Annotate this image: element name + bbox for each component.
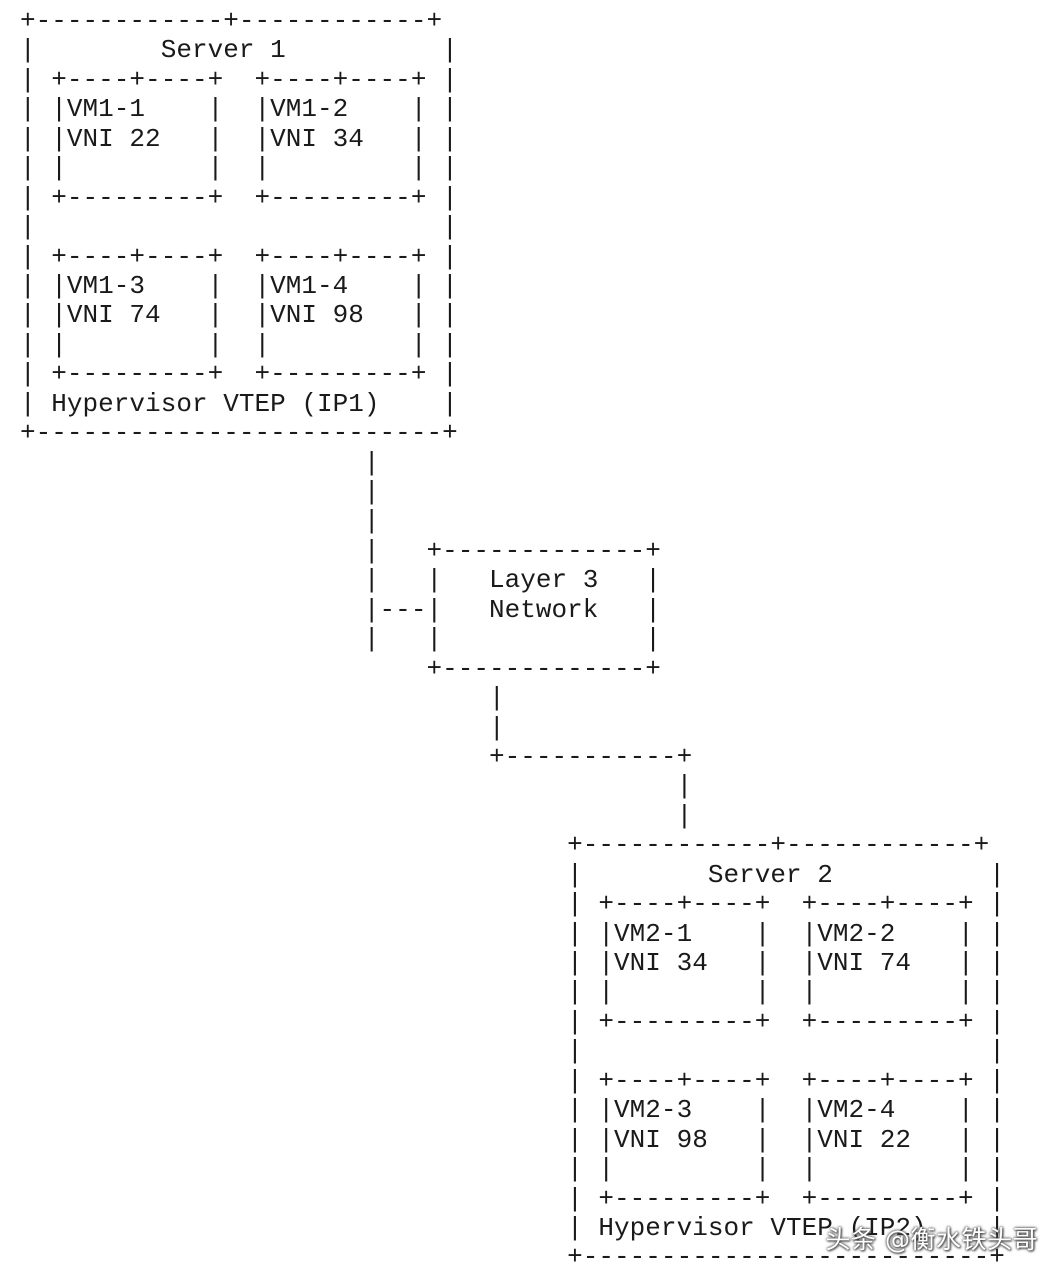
server1-vm-row1-vni: | |VNI 22 | |VNI 34 | | (20, 123, 458, 154)
server1-vm-row2-top: | +----+----+ +----+----+ | (20, 241, 458, 272)
server1-vm-row1-names: | |VM1-1 | |VM1-2 | | (20, 94, 458, 125)
server2-vm-row1-names: | |VM2-1 | |VM2-2 | | (20, 918, 1005, 949)
server2-vm-row2-names: | |VM2-3 | |VM2-4 | | (20, 1095, 1005, 1126)
server2-vm-row1-top: | +----+----+ +----+----+ | (20, 889, 1005, 920)
server2-spacer: | | (20, 1036, 1005, 1067)
link-network-down: | (20, 712, 505, 743)
server1-hypervisor-label: | Hypervisor VTEP (IP1) | (20, 388, 458, 419)
layer3-network-blank: | | | (20, 624, 661, 655)
server1-vm-row1-bottom: | +---------+ +---------+ | (20, 182, 458, 213)
ascii-network-diagram: +------------+------------+| Server 1 ||… (20, 6, 1005, 1273)
server2-vm-row2-vni: | |VNI 98 | |VNI 22 | | (20, 1124, 1005, 1155)
server1-vm-row2-bottom: | +---------+ +---------+ | (20, 359, 458, 390)
link-server1-down: | (20, 447, 380, 478)
link-server1-down: | (20, 477, 380, 507)
layer3-network-link: |---| Network | (20, 594, 661, 625)
server1-top-border: +------------+------------+ (20, 6, 443, 36)
server2-vm-row2-blank: | | | | | | (20, 1154, 1005, 1185)
server1-vm-row1-top: | +----+----+ +----+----+ | (20, 64, 458, 95)
server2-bottom-border: +--------------------------+ (20, 1242, 1005, 1273)
link-server1-down: | (20, 506, 380, 537)
server2-vm-row2-top: | +----+----+ +----+----+ | (20, 1065, 1005, 1096)
layer3-network-bottom: +-------------+ (20, 653, 661, 684)
server1-bottom-border: +--------------------------+ (20, 418, 458, 449)
server1-vm-row2-names: | |VM1-3 | |VM1-4 | | (20, 270, 458, 301)
server2-hypervisor-label: | Hypervisor VTEP (IP2) | (20, 1212, 1005, 1243)
server2-vm-row1-bottom: | +---------+ +---------+ | (20, 1006, 1005, 1037)
server1-vm-row2-blank: | | | | | | (20, 329, 458, 360)
server2-title: | Server 2 | (20, 859, 1005, 890)
server2-vm-row1-vni: | |VNI 34 | |VNI 74 | | (20, 948, 1005, 978)
server2-vm-row1-blank: | | | | | | (20, 977, 1005, 1008)
server1-title: | Server 1 | (20, 35, 458, 66)
watermark-text: 头条 @衡水铁头哥 (825, 1225, 1038, 1254)
server1-spacer: | | (20, 212, 458, 243)
layer3-network-top: | +-------------+ (20, 535, 661, 566)
layer3-network-label: | | Layer 3 | (20, 565, 661, 596)
server1-vm-row1-blank: | | | | | | (20, 153, 458, 184)
server1-vm-row2-vni: | |VNI 74 | |VNI 98 | | (20, 300, 458, 331)
link-horizontal: +-----------+ (20, 741, 693, 772)
link-server2-down: | (20, 800, 693, 831)
link-network-down: | (20, 683, 505, 714)
server2-vm-row2-bottom: | +---------+ +---------+ | (20, 1183, 1005, 1214)
server2-top-border: +------------+------------+ (20, 830, 990, 861)
link-server2-down: | (20, 771, 693, 802)
